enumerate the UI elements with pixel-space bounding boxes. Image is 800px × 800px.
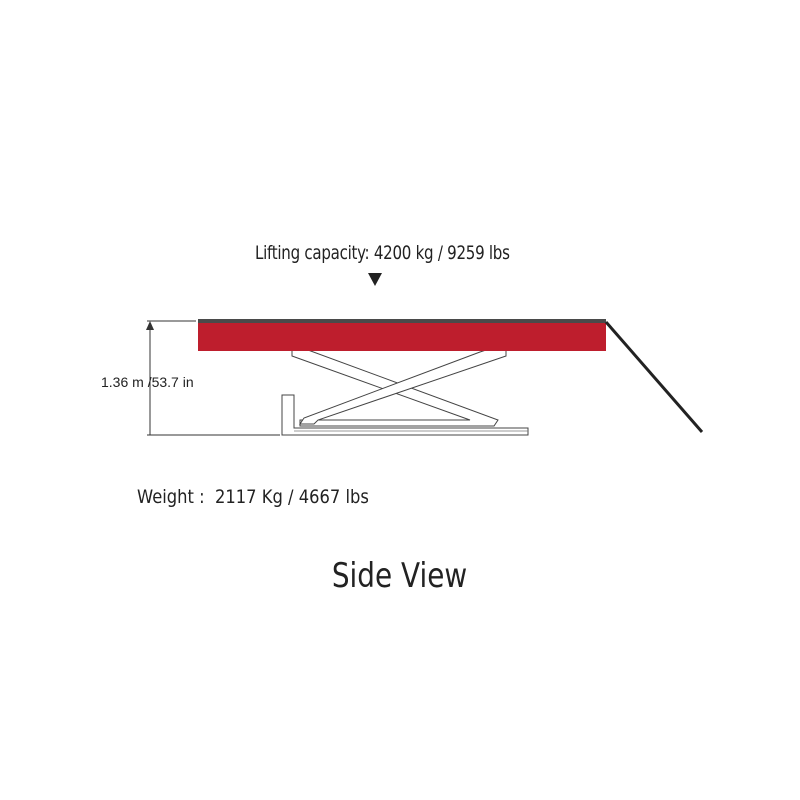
weight-label: Weight : 2117 Kg / 4667 lbs [137, 486, 369, 508]
ramp [604, 321, 704, 433]
view-title: Side View [0, 556, 800, 596]
height-dimension-label: 1.36 m /53.7 in [101, 374, 194, 390]
capacity-arrow-icon [368, 273, 382, 286]
lift-platform [198, 320, 606, 351]
lifting-capacity-label: Lifting capacity: 4200 kg / 9259 lbs [255, 242, 510, 264]
weight-value: 2117 Kg / 4667 lbs [214, 486, 369, 508]
lift-platform-top-edge [198, 319, 606, 323]
scissor-arm-2 [299, 349, 507, 425]
view-title-text: Side View [332, 556, 468, 596]
weight-label-text: Weight : [137, 486, 205, 508]
height-arrow-icon [146, 321, 154, 330]
